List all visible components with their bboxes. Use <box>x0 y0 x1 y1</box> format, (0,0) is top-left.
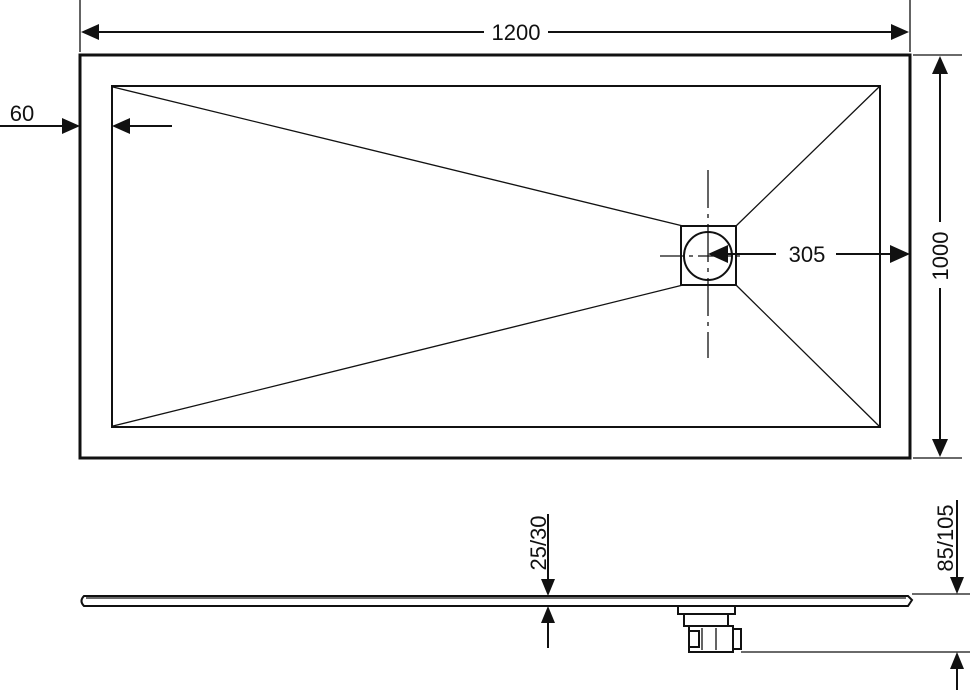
dimension-tray-thickness-label: 25/30 <box>526 515 551 570</box>
arrowhead-right-icon <box>890 245 910 263</box>
slope-line-top-left <box>112 86 684 227</box>
dimension-total-height: 85/105 <box>741 500 970 690</box>
dimension-length-label: 1200 <box>492 20 541 45</box>
dimension-rim: 60 <box>0 101 172 134</box>
trap-outlet-pipe <box>688 630 700 648</box>
dimension-drain-offset: 305 <box>708 242 910 267</box>
tray-outer-outline <box>78 53 912 460</box>
arrowhead-up-icon <box>541 606 555 623</box>
tray-side-profile <box>80 595 914 607</box>
drain-trap <box>677 605 742 653</box>
tray-inner-outline <box>111 85 881 428</box>
trap-body <box>688 625 734 653</box>
trap-top-flange <box>677 605 736 615</box>
arrowhead-bottom-icon <box>932 439 948 457</box>
side-view: 25/30 85/105 <box>80 500 970 690</box>
slope-line-bottom-left <box>112 284 684 427</box>
dimension-rim-label: 60 <box>10 101 34 126</box>
top-view: 1200 1000 60 305 <box>0 0 962 460</box>
slope-line-bottom-right <box>735 284 880 427</box>
dimension-width-label: 1000 <box>928 232 953 281</box>
dimension-tray-thickness: 25/30 <box>526 514 555 648</box>
dimension-length: 1200 <box>79 0 911 52</box>
dimension-total-height-label: 85/105 <box>933 504 958 571</box>
dimension-drain-offset-label: 305 <box>789 242 826 267</box>
arrowhead-top-icon <box>932 56 948 74</box>
trap-neck <box>683 613 729 627</box>
arrowhead-up-icon <box>950 652 964 669</box>
arrowhead-down-icon <box>950 577 964 594</box>
arrowhead-left-icon <box>708 245 728 263</box>
dimension-width: 1000 <box>913 54 962 459</box>
arrowhead-left-icon <box>81 24 99 40</box>
arrowhead-right-icon <box>62 118 80 134</box>
drain <box>660 170 740 358</box>
arrowhead-right-icon <box>891 24 909 40</box>
arrowhead-left-icon <box>112 118 130 134</box>
slope-line-top-right <box>735 86 880 227</box>
arrowhead-down-icon <box>541 579 555 596</box>
trap-outlet <box>732 628 742 650</box>
